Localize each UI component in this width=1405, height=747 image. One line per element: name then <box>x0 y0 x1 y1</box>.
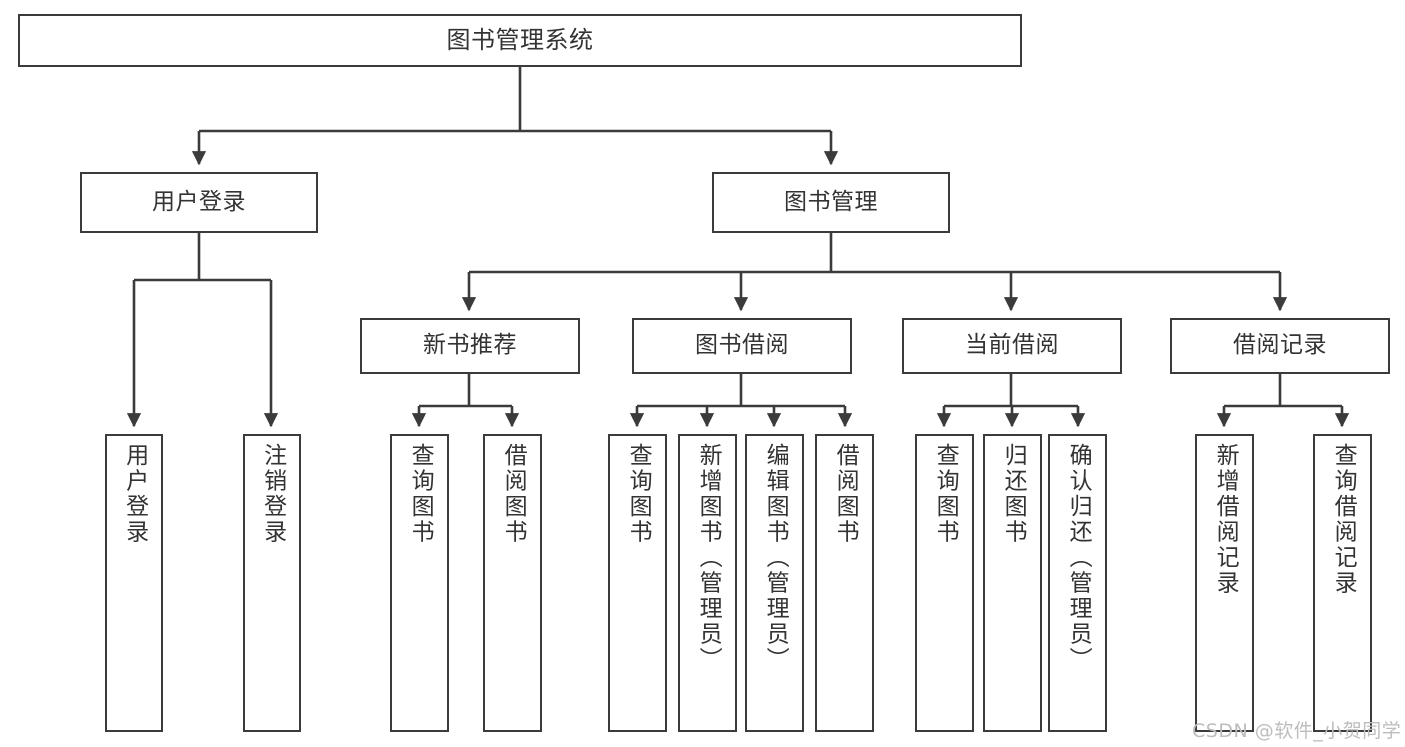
node-leaf-query-book-2[interactable]: 查询图书 <box>608 434 667 732</box>
node-book-manage[interactable]: 图书管理 <box>712 172 950 233</box>
node-leaf-borrow-book-1-label: 借阅图书 <box>500 443 527 545</box>
node-root-label: 图书管理系统 <box>446 26 594 55</box>
node-borrow-record-label: 借阅记录 <box>1233 332 1327 359</box>
node-leaf-query-book-2-label: 查询图书 <box>625 443 652 545</box>
node-leaf-borrow-book-2[interactable]: 借阅图书 <box>815 434 874 732</box>
node-leaf-edit-book-label: 编辑图书（管理员） <box>762 443 789 673</box>
node-user-login-label: 用户登录 <box>152 188 246 215</box>
node-leaf-user-login[interactable]: 用户登录 <box>105 434 163 732</box>
node-new-book-recommend-label: 新书推荐 <box>423 332 517 359</box>
node-book-manage-label: 图书管理 <box>784 188 878 215</box>
node-current-borrow[interactable]: 当前借阅 <box>902 318 1122 374</box>
node-new-book-recommend[interactable]: 新书推荐 <box>360 318 580 374</box>
node-leaf-add-book-label: 新增图书（管理员） <box>695 443 722 673</box>
node-leaf-confirm-return[interactable]: 确认归还（管理员） <box>1048 434 1107 732</box>
node-leaf-query-record-label: 查询借阅记录 <box>1330 443 1357 596</box>
csdn-watermark: CSDN @软件_小贺同学 <box>1192 720 1402 742</box>
node-root[interactable]: 图书管理系统 <box>18 14 1022 67</box>
node-leaf-confirm-return-label: 确认归还（管理员） <box>1065 443 1092 673</box>
node-book-borrow[interactable]: 图书借阅 <box>632 318 852 374</box>
node-borrow-record[interactable]: 借阅记录 <box>1170 318 1390 374</box>
node-user-login[interactable]: 用户登录 <box>80 172 318 233</box>
node-leaf-logout[interactable]: 注销登录 <box>243 434 301 732</box>
node-leaf-edit-book[interactable]: 编辑图书（管理员） <box>745 434 804 732</box>
node-leaf-return-book-label: 归还图书 <box>1000 443 1027 545</box>
node-leaf-add-record[interactable]: 新增借阅记录 <box>1195 434 1254 732</box>
node-leaf-user-login-label: 用户登录 <box>121 443 148 545</box>
node-leaf-borrow-book-2-label: 借阅图书 <box>832 443 859 545</box>
node-current-borrow-label: 当前借阅 <box>965 332 1059 359</box>
node-leaf-add-record-label: 新增借阅记录 <box>1212 443 1239 596</box>
node-leaf-logout-label: 注销登录 <box>259 443 286 545</box>
node-leaf-query-record[interactable]: 查询借阅记录 <box>1313 434 1372 732</box>
node-leaf-query-book-3-label: 查询图书 <box>932 443 959 545</box>
node-leaf-query-book-3[interactable]: 查询图书 <box>915 434 974 732</box>
node-leaf-return-book[interactable]: 归还图书 <box>983 434 1042 732</box>
node-book-borrow-label: 图书借阅 <box>695 332 789 359</box>
node-leaf-add-book[interactable]: 新增图书（管理员） <box>678 434 737 732</box>
node-leaf-borrow-book-1[interactable]: 借阅图书 <box>483 434 542 732</box>
node-leaf-query-book-1-label: 查询图书 <box>407 443 434 545</box>
node-leaf-query-book-1[interactable]: 查询图书 <box>390 434 449 732</box>
